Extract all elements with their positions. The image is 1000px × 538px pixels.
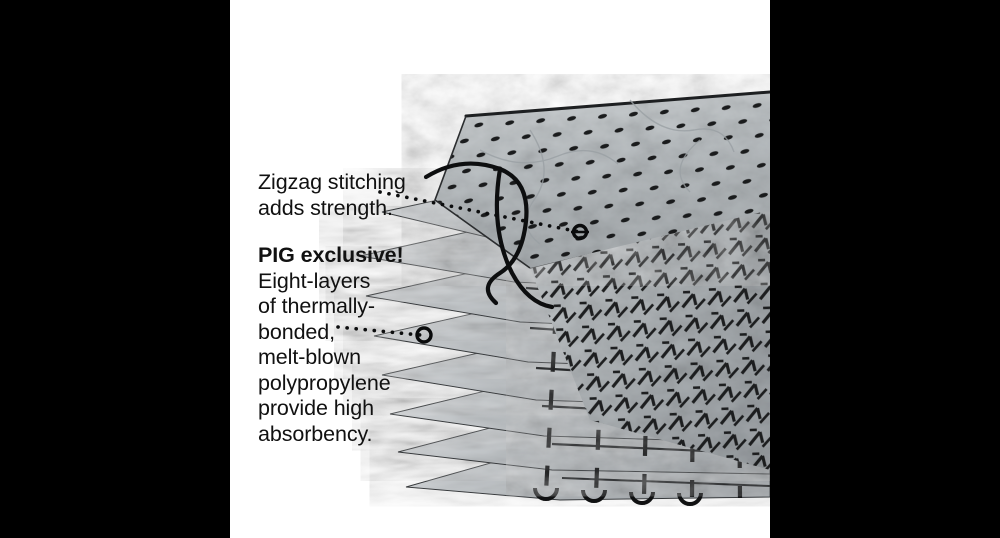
callout-layers-line-1: Eight-layers: [258, 268, 371, 293]
callout-eight-layers: PIG exclusive! Eight-layers of thermally…: [258, 243, 404, 447]
callout-zigzag-stitching: Zigzag stitching adds strength.: [258, 170, 406, 221]
callout-layers-line-2: of thermally-: [258, 294, 375, 318]
absorbent-pad-illustration: [359, 90, 770, 506]
letterbox-bar-left: [0, 0, 230, 538]
callout-zigzag-line-1: Zigzag stitching: [258, 170, 406, 194]
callout-layers-line-4: melt-blown: [258, 345, 361, 369]
callout-layers-emphasis: PIG exclusive!: [258, 243, 404, 267]
stitch-loops: [533, 487, 703, 506]
product-photo: Zigzag stitching adds strength. PIG excl…: [230, 0, 770, 538]
callout-zigzag-line-2: adds strength.: [258, 195, 393, 220]
callout-layers-line-6: provide high: [258, 396, 374, 420]
letterbox-bar-right: [770, 0, 1000, 538]
callout-layers-line-3: bonded,: [258, 319, 336, 344]
callout-layers-line-7: absorbency.: [258, 421, 373, 446]
callout-layers-line-5: polypropylene: [258, 370, 391, 395]
